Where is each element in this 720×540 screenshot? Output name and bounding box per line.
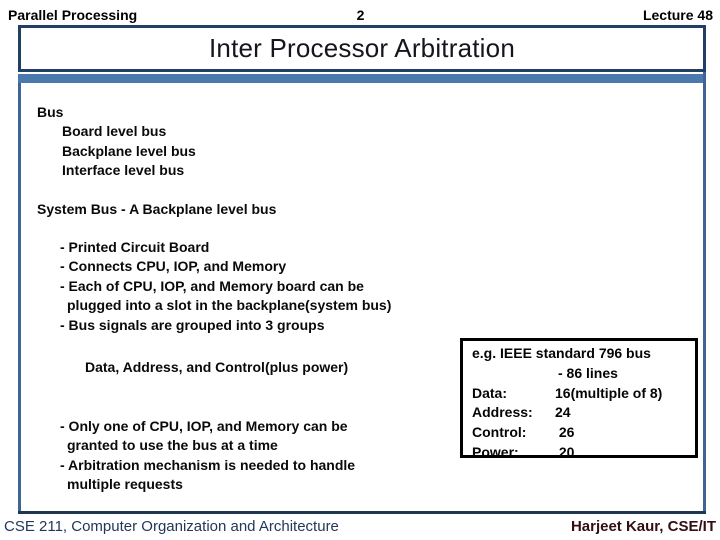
bus-item: Board level bus xyxy=(62,123,167,140)
bus-groups-line: Data, Address, and Control(plus power) xyxy=(85,359,349,375)
ieee-row-label: Data: xyxy=(472,384,508,401)
header-lecture-number: Lecture 48 xyxy=(642,7,713,23)
bullet-line: - Bus signals are grouped into 3 groups xyxy=(60,316,325,333)
system-bus-line: System Bus - A Backplane level bus xyxy=(37,201,277,217)
header-page-number: 2 xyxy=(356,7,365,23)
ieee-row: Address: 24 xyxy=(472,403,695,423)
bus-item: Interface level bus xyxy=(62,162,185,179)
header-course-name: Parallel Processing xyxy=(8,7,138,23)
slide-header: Parallel Processing 2 Lecture 48 xyxy=(8,7,713,23)
ieee-row: Control: 26 xyxy=(472,423,695,443)
ieee-row-label: Power: xyxy=(472,443,519,460)
bullet-line-continuation: granted to use the bus at a time xyxy=(67,437,278,454)
bus-item: Backplane level bus xyxy=(62,142,196,159)
bullet-line: - Printed Circuit Board xyxy=(60,239,210,255)
slide-footer: CSE 211, Computer Organization and Archi… xyxy=(4,518,716,538)
ieee-row-value: 16(multiple of 8) xyxy=(555,384,663,401)
title-accent-bar xyxy=(18,74,706,83)
page-title: Inter Processor Arbitration xyxy=(209,33,515,63)
bus-section: Bus Board level bus Backplane level bus … xyxy=(37,103,196,181)
footer-author: Harjeet Kaur, CSE/IT xyxy=(570,518,716,535)
bullet-line: - Arbitration mechanism is needed to han… xyxy=(60,456,356,473)
ieee-row-value: 24 xyxy=(555,404,571,421)
slide-bottom-border xyxy=(18,511,706,514)
slide-right-border xyxy=(703,72,706,513)
ieee-row-value: 26 xyxy=(555,424,575,441)
ieee-row: Power: 20 xyxy=(472,443,695,463)
ieee-row: Data: 16(multiple of 8) xyxy=(472,384,695,404)
bullet-line: - Connects CPU, IOP, and Memory xyxy=(60,258,287,275)
title-box: Inter Processor Arbitration xyxy=(18,25,706,72)
ieee-box-lines-count: - 86 lines xyxy=(558,364,618,381)
ieee-row-value: 20 xyxy=(555,443,575,460)
bullet-group-2: - Only one of CPU, IOP, and Memory can b… xyxy=(60,417,355,495)
bus-heading: Bus xyxy=(37,104,64,120)
ieee-row-label: Address: xyxy=(472,404,533,421)
bullet-line-continuation: plugged into a slot in the backplane(sys… xyxy=(67,297,392,314)
bullet-line-continuation: multiple requests xyxy=(67,476,183,493)
bullet-line: - Only one of CPU, IOP, and Memory can b… xyxy=(60,418,348,434)
footer-course-info: CSE 211, Computer Organization and Archi… xyxy=(4,518,339,535)
ieee-example-box: e.g. IEEE standard 796 bus - 86 lines Da… xyxy=(460,338,698,460)
slide-left-border xyxy=(18,83,21,513)
bullet-line: - Each of CPU, IOP, and Memory board can… xyxy=(60,277,364,294)
ieee-row-label: Control: xyxy=(472,424,527,441)
bullet-group-1: - Printed Circuit Board - Connects CPU, … xyxy=(60,238,391,335)
ieee-box-title: e.g. IEEE standard 796 bus xyxy=(472,345,651,361)
